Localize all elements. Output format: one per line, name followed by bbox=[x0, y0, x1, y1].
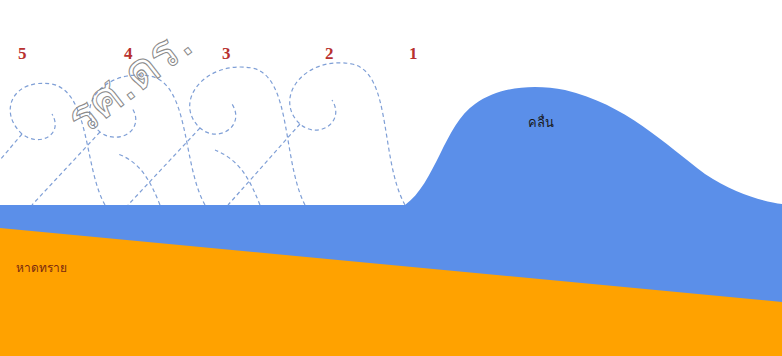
curl-3-tail bbox=[128, 128, 200, 205]
curl-5-tail bbox=[0, 134, 22, 160]
curl-2-tail bbox=[228, 124, 300, 205]
callout-number: 1 bbox=[409, 44, 418, 64]
callout-number: 3 bbox=[222, 44, 231, 64]
wave-shape bbox=[405, 87, 782, 214]
watermark: รศ.ดร. bbox=[49, 5, 209, 153]
curl-link-4 bbox=[118, 154, 160, 205]
curl-link-3 bbox=[215, 150, 260, 205]
shape-outline bbox=[0, 222, 782, 356]
shape-outline bbox=[405, 84, 782, 214]
shape-label: หาดทราย bbox=[16, 258, 67, 277]
shape-label: คลื่น bbox=[528, 112, 554, 133]
callout-number: 2 bbox=[325, 44, 334, 64]
sand-band bbox=[0, 228, 782, 356]
wave-shape: คลื่น bbox=[405, 84, 782, 214]
callout-number: 5 bbox=[18, 44, 27, 64]
sand-band: หาดทราย bbox=[0, 222, 782, 356]
curl-2 bbox=[290, 63, 405, 205]
curl-3 bbox=[190, 67, 305, 205]
